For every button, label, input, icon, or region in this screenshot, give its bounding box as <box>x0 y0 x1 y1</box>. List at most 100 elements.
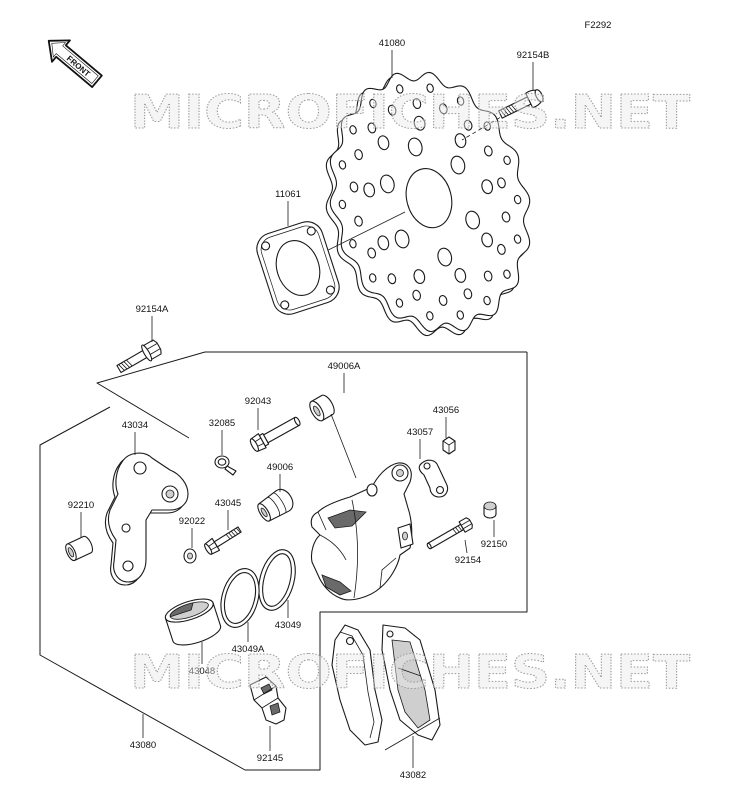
disc-hole <box>438 103 448 115</box>
disc-hole <box>338 200 346 210</box>
gasket-bolt-hole <box>280 300 290 310</box>
part-number-label: 49006A <box>328 361 361 372</box>
caliper-mounting-bolt <box>116 339 162 374</box>
gasket-bolt-hole <box>325 285 335 295</box>
disc-hole <box>354 215 364 227</box>
assembly-line <box>461 113 507 141</box>
part-number-label: 92154B <box>517 50 550 61</box>
spring-bend <box>253 685 279 709</box>
bolt-tip <box>426 542 432 550</box>
disc-hole <box>463 288 473 300</box>
disc-holes <box>313 62 546 342</box>
collar <box>65 535 94 562</box>
disc-hole <box>387 273 397 285</box>
disc-hole <box>480 179 494 195</box>
disc-hole <box>413 268 427 284</box>
part-number-label: 11061 <box>275 189 301 200</box>
caliper-bleed-port <box>402 531 408 541</box>
pin-plug <box>483 501 497 519</box>
disc-center-hole <box>400 163 458 232</box>
brake-pad-groove <box>397 667 422 677</box>
caliper-body <box>310 462 414 601</box>
collar-bore <box>67 547 75 558</box>
disc-hole <box>483 296 491 306</box>
disc-hole <box>393 229 411 250</box>
pad-pin-bolt <box>426 517 473 550</box>
bolt-thread <box>500 104 517 117</box>
boot-bore <box>313 405 321 417</box>
disc-hole <box>395 298 403 308</box>
pin-shaft <box>263 416 300 444</box>
front-direction-arrow: FRONT <box>47 39 103 88</box>
caliper-pin-boss <box>366 483 378 497</box>
disc-hole <box>349 125 357 135</box>
disc-hole <box>387 104 397 116</box>
brake-pad-backing <box>331 624 383 746</box>
bolt-head-face <box>534 89 544 103</box>
disc-hole <box>513 234 521 244</box>
seal-inner <box>223 572 257 624</box>
leader-lines <box>80 50 534 768</box>
bracket-hole <box>121 523 131 533</box>
part-number-label: 49006 <box>267 462 293 473</box>
seal-inner <box>262 553 292 607</box>
figure-id: F2292 <box>585 20 612 31</box>
part-number-label: 92210 <box>68 500 94 511</box>
link-hole <box>435 485 445 495</box>
washer-hole <box>187 552 193 560</box>
piston-cavity-shadow <box>169 602 194 618</box>
disc-hole <box>338 160 346 170</box>
disc-hole <box>438 295 448 307</box>
disc-hole <box>379 174 397 195</box>
disc-hole <box>497 244 507 256</box>
piston-body <box>164 602 222 646</box>
caliper-bracket <box>104 452 189 586</box>
valve-nipple <box>204 543 213 555</box>
disc-hole <box>483 270 493 282</box>
part-number-label: 43080 <box>130 740 156 751</box>
part-number-label: 43048 <box>189 666 215 677</box>
bracket-hole <box>122 560 134 572</box>
disc-hole <box>463 119 473 131</box>
leader-line <box>464 539 468 554</box>
part-number-label: 43082 <box>400 770 426 781</box>
bracket-pin-boot <box>257 488 294 522</box>
disc-hole <box>480 232 494 248</box>
boot-body <box>310 394 335 422</box>
disc-hole <box>369 99 377 109</box>
disc-hole <box>456 310 464 320</box>
caliper-shading <box>321 574 352 596</box>
disc-hole <box>367 122 377 134</box>
part-number-label: 43045 <box>215 498 241 509</box>
clip-tab <box>224 465 237 476</box>
brake-pad-set <box>331 624 441 746</box>
disc-hole <box>456 96 464 106</box>
bolt-flange <box>141 344 153 362</box>
bracket-hole <box>133 461 147 475</box>
slide-pin <box>249 416 301 452</box>
part-number-label: 92022 <box>179 516 205 527</box>
assembly-line <box>330 413 357 479</box>
brake-pad-lining <box>391 639 431 729</box>
disc-hole <box>497 177 507 189</box>
caliper-edge <box>379 557 397 589</box>
part-number-label: 92150 <box>481 539 507 550</box>
part-number-label: 43057 <box>407 427 433 438</box>
valve-thread <box>225 527 241 540</box>
gasket-center-hole <box>275 240 321 296</box>
brake-pad-hole <box>345 636 355 646</box>
boot-bore <box>260 507 268 518</box>
bolt-thread <box>452 525 463 534</box>
bracket-plate <box>107 452 189 583</box>
pin-head-face <box>249 438 259 452</box>
slide-pin-boot <box>309 394 335 422</box>
part-number-label: 43049A <box>232 644 265 655</box>
cap-edges <box>442 440 456 454</box>
callout-labels: 41080 92154B 11061 92154A 49006A 92043 3… <box>68 38 550 781</box>
clip-hole <box>217 458 227 466</box>
washer <box>183 548 197 564</box>
part-number-label: 32085 <box>209 418 235 429</box>
watermark: MICROFICHES.NET <box>130 645 691 699</box>
disc-hole <box>367 247 377 259</box>
